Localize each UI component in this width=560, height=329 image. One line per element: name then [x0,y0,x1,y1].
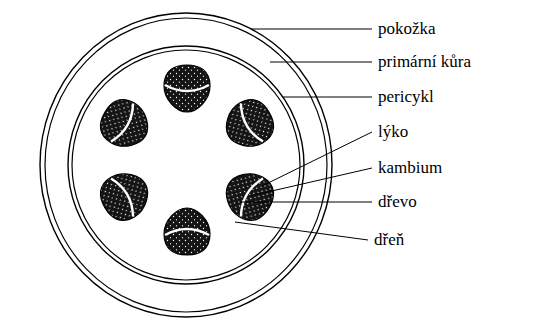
vascular-bundle [217,93,281,156]
vascular-bundle [93,164,157,227]
leader-line [270,62,372,63]
bundle-body [164,208,210,255]
part-label: lýko [378,122,408,142]
bundle-body [93,164,157,227]
leader-line [235,222,368,240]
bundle-body [93,93,157,156]
vascular-bundle [164,208,210,255]
part-label: kambium [378,158,442,178]
part-label: pericykl [378,87,434,107]
cambium-line [236,175,263,216]
bundle-body [217,164,281,227]
part-label: dřevo [378,192,417,212]
leader-line [250,168,372,196]
leader-line [251,29,372,30]
vascular-bundle [217,164,281,227]
vascular-bundle [93,93,157,156]
cambium-line [111,103,138,144]
leader-line [282,97,372,98]
bundle-body [164,65,210,112]
cambium-line [111,175,138,216]
part-label: primární kůra [378,52,471,72]
cambium-line [165,85,209,91]
bundle-body [217,93,281,156]
pericycle-outline [68,46,304,284]
epidermis-outline [40,13,332,317]
vascular-bundles [93,65,281,255]
cambium-line [165,229,209,235]
vascular-bundle [164,65,210,112]
leader-line [262,132,372,186]
part-label: pokožka [378,19,436,39]
leader-line [240,202,372,203]
cambium-line [236,103,263,144]
part-label: dřeň [374,230,404,250]
pericycle-outline [72,50,300,280]
leader-lines [235,29,372,240]
